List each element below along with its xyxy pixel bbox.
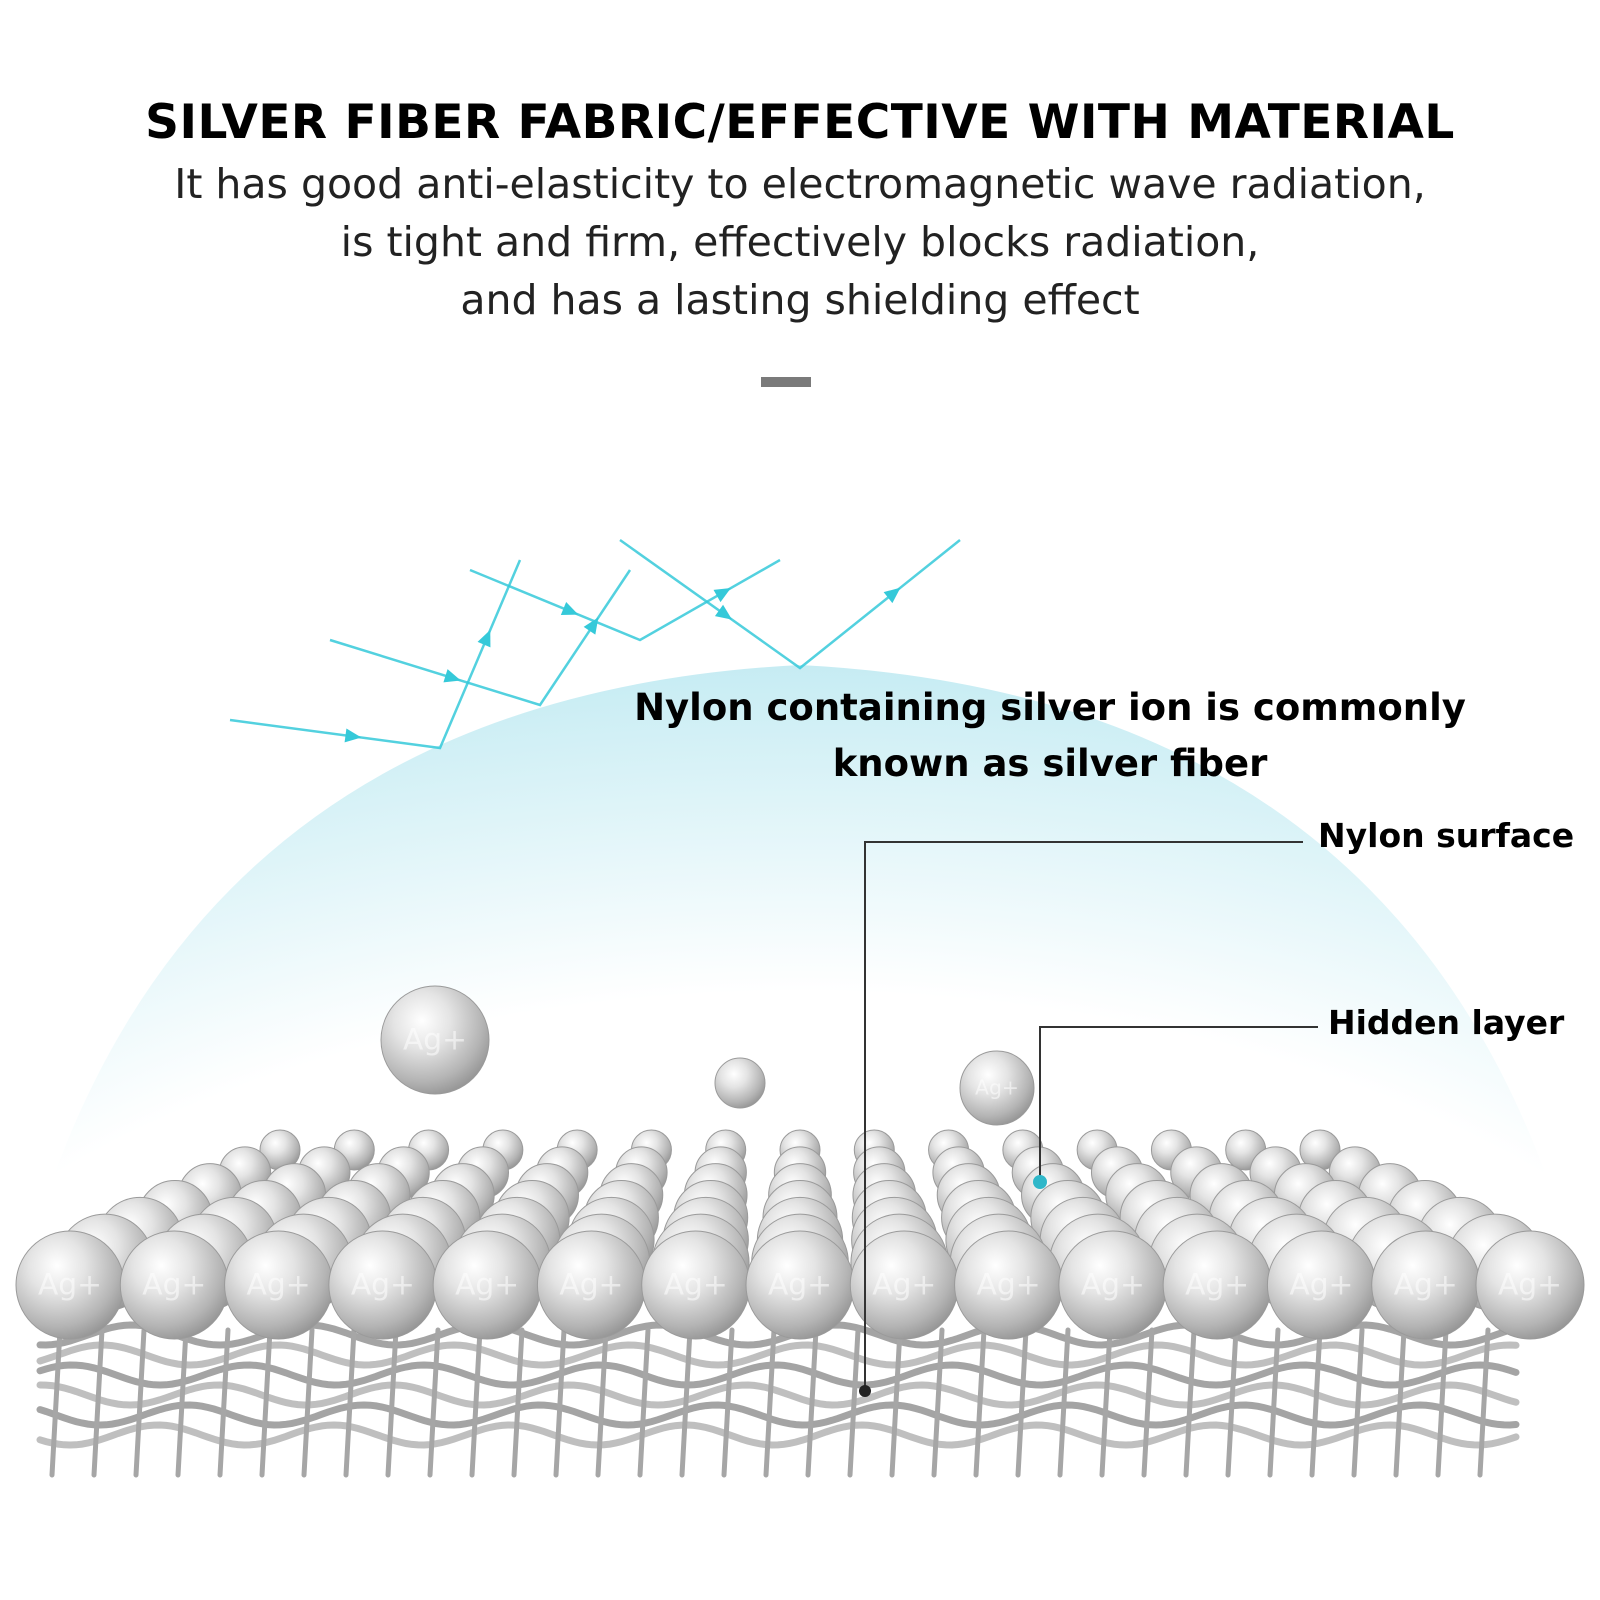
mesh-thread — [301, 1327, 315, 1478]
subtitle-line-3: and has a lasting shielding effect — [460, 276, 1140, 325]
leader-nylon-surface — [864, 841, 1303, 1391]
mesh-thread — [343, 1327, 357, 1478]
sphere-label: Ag+ — [351, 1268, 415, 1303]
mesh-thread — [1309, 1327, 1323, 1478]
mesh-thread — [1477, 1327, 1491, 1478]
mesh-thread — [385, 1327, 399, 1478]
label-nylon-surface: Nylon surface — [1318, 816, 1575, 855]
marker-hidden-layer — [1033, 1175, 1047, 1189]
mesh-fiber — [36, 1341, 1520, 1369]
wave-arrow — [883, 587, 901, 604]
mesh-thread — [1225, 1327, 1239, 1478]
divider-bar — [761, 377, 811, 387]
sphere-label: Ag+ — [403, 1023, 467, 1058]
mesh-thread — [973, 1327, 987, 1478]
mesh-thread — [931, 1327, 945, 1478]
wave-arrow — [714, 604, 733, 620]
mesh-thread — [679, 1327, 693, 1478]
sphere-label: Ag+ — [872, 1268, 936, 1303]
mesh-thread — [217, 1327, 231, 1478]
mesh-thread — [637, 1327, 651, 1478]
sphere-label: Ag+ — [559, 1268, 623, 1303]
wave-line — [619, 538, 961, 670]
sphere-label: Ag+ — [455, 1268, 519, 1303]
sphere-label: Ag+ — [975, 1076, 1019, 1100]
sphere-label: Ag+ — [38, 1268, 102, 1303]
silver-ion-sphere — [1475, 1230, 1585, 1340]
mesh-thread — [595, 1327, 609, 1478]
radiation-waves — [229, 538, 961, 750]
mesh-thread — [259, 1327, 273, 1478]
mesh-thread — [133, 1327, 147, 1478]
header: SILVER FIBER FABRIC/EFFECTIVE WITH MATER… — [0, 95, 1600, 329]
mesh-fiber — [36, 1361, 1520, 1389]
mesh-thread — [553, 1327, 567, 1478]
mesh-thread — [889, 1327, 903, 1478]
sphere-label: Ag+ — [1185, 1268, 1249, 1303]
sphere-label: Ag+ — [768, 1268, 832, 1303]
mesh-thread — [427, 1327, 441, 1478]
mesh-thread — [1015, 1327, 1029, 1478]
mesh-thread — [1393, 1327, 1407, 1478]
subtitle-line-1: It has good anti-elasticity to electroma… — [174, 160, 1426, 209]
wave-arrow — [560, 602, 579, 615]
sphere-label: Ag+ — [664, 1268, 728, 1303]
wave-arrow — [477, 629, 491, 648]
mesh-thread — [847, 1327, 861, 1478]
mesh-fiber — [36, 1381, 1520, 1409]
caption-line-2: known as silver fiber — [832, 742, 1268, 785]
mesh-thread — [721, 1327, 735, 1478]
mesh-thread — [469, 1327, 483, 1478]
leader-hidden-layer — [1039, 1026, 1318, 1180]
mesh-thread — [1351, 1327, 1365, 1478]
mesh-thread — [1057, 1327, 1071, 1478]
mesh-thread — [1435, 1327, 1449, 1478]
silver-ion-sphere — [714, 1057, 766, 1109]
mesh-thread — [49, 1327, 63, 1478]
mesh-fiber — [36, 1401, 1520, 1429]
wave-line — [469, 558, 781, 642]
sphere-label: Ag+ — [1081, 1268, 1145, 1303]
mesh-thread — [1141, 1327, 1155, 1478]
sphere-label: Ag+ — [1289, 1268, 1353, 1303]
page-title: SILVER FIBER FABRIC/EFFECTIVE WITH MATER… — [145, 95, 1455, 150]
label-hidden-layer: Hidden layer — [1328, 1003, 1565, 1042]
mesh-thread — [175, 1327, 189, 1478]
wave-line — [229, 559, 522, 750]
mesh-thread — [1183, 1327, 1197, 1478]
silver-ion-sphere — [959, 1050, 1035, 1126]
mesh-thread — [1267, 1327, 1281, 1478]
sphere-label: Ag+ — [977, 1268, 1041, 1303]
silver-ion-sphere — [380, 985, 490, 1095]
diagram-caption: Nylon containing silver ion is commonly … — [600, 680, 1500, 792]
mesh-thread — [511, 1327, 525, 1478]
subtitle-line-2: is tight and firm, effectively blocks ra… — [340, 218, 1260, 267]
caption-line-1: Nylon containing silver ion is commonly — [634, 686, 1466, 729]
sphere-label: Ag+ — [142, 1268, 206, 1303]
sphere-label: Ag+ — [1498, 1268, 1562, 1303]
mesh-thread — [1099, 1327, 1113, 1478]
marker-nylon-surface — [859, 1385, 871, 1397]
wave-arrow — [713, 588, 731, 603]
mesh-thread — [763, 1327, 777, 1478]
sphere-label: Ag+ — [1394, 1268, 1458, 1303]
nylon-mesh — [36, 1321, 1520, 1478]
wave-arrow — [344, 728, 362, 743]
sphere-label: Ag+ — [247, 1268, 311, 1303]
mesh-thread — [91, 1327, 105, 1478]
wave-line — [329, 569, 632, 707]
wave-arrow — [443, 669, 461, 683]
mesh-thread — [805, 1327, 819, 1478]
subtitle: It has good anti-elasticity to electroma… — [0, 155, 1600, 329]
silver-ion-layer: Ag+ Ag+ Ag+ Ag+ Ag+ Ag+ Ag+ Ag+ Ag+ Ag+ Ag+ Ag+ Ag+ A… — [15, 985, 1585, 1340]
leader-lines — [859, 841, 1318, 1397]
